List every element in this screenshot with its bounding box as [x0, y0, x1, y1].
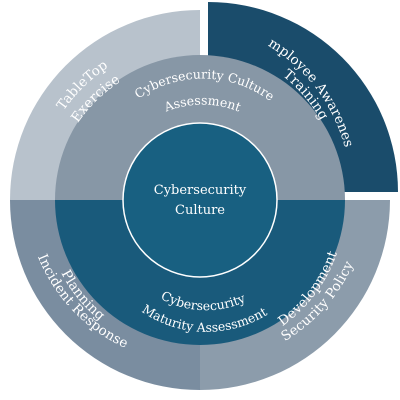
- center-circle: [122, 122, 278, 278]
- center-label-line1: Cybersecurity: [154, 183, 247, 198]
- culture-assessment-label-line2: Assessment: [161, 93, 243, 115]
- center-label-line2: Culture: [175, 203, 225, 218]
